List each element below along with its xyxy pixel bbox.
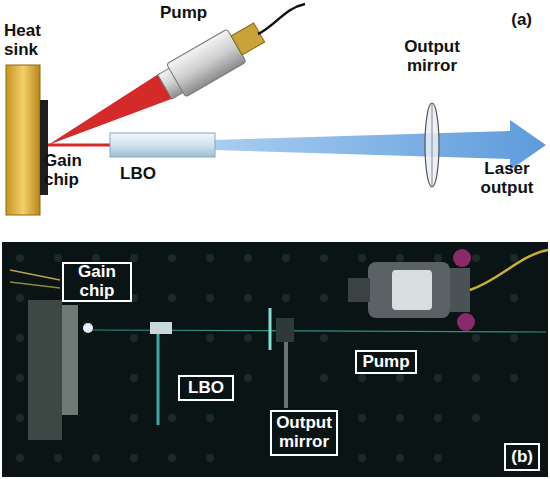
- table-holes: [16, 254, 518, 462]
- part-label: Pump: [160, 4, 220, 23]
- fundamental-beam: [48, 144, 110, 147]
- mirror-edge: [432, 104, 433, 186]
- photo-background: [2, 242, 548, 477]
- wire: [10, 270, 60, 280]
- output-mirror: [425, 103, 439, 187]
- fiber-cable: [470, 250, 548, 290]
- chip-glow: [83, 323, 93, 333]
- mirror-glow: [269, 308, 272, 350]
- pump-head: [155, 16, 268, 103]
- part-label: Gain chip: [44, 152, 92, 189]
- mirror-mount: [276, 318, 294, 342]
- fiber-cable: [258, 4, 305, 34]
- part-label: Heat sink: [4, 22, 50, 59]
- part-label: Pump: [362, 353, 409, 372]
- part-label: Output mirror: [392, 38, 472, 75]
- callout-box: Pump: [355, 350, 417, 374]
- part-label: LBO: [188, 379, 224, 398]
- lbo-post: [157, 334, 160, 425]
- pump-collimator: [348, 249, 475, 331]
- photo-panel: (b) Gain chipPumpLBO Output mirror: [2, 242, 548, 477]
- panel-label: (a): [511, 10, 532, 30]
- callout-box: Output mirror: [270, 410, 338, 456]
- mirror-post: [284, 342, 288, 408]
- panel-label: (b): [504, 443, 540, 471]
- part-label: Output mirror: [272, 414, 336, 451]
- callout-box: Gain chip: [62, 262, 132, 302]
- wire: [10, 282, 60, 288]
- part-label: LBO: [120, 165, 180, 184]
- panel-frame: (a): [0, 0, 550, 240]
- lbo-crystal: [110, 133, 215, 157]
- part-label: Laser output: [466, 160, 548, 197]
- callout-box: LBO: [178, 375, 234, 401]
- part-label: Gain chip: [64, 263, 130, 300]
- heat-sink: [6, 65, 40, 215]
- chip-mount: [28, 300, 62, 440]
- chip-mount-plate: [62, 305, 78, 415]
- lbo-holder: [150, 322, 172, 334]
